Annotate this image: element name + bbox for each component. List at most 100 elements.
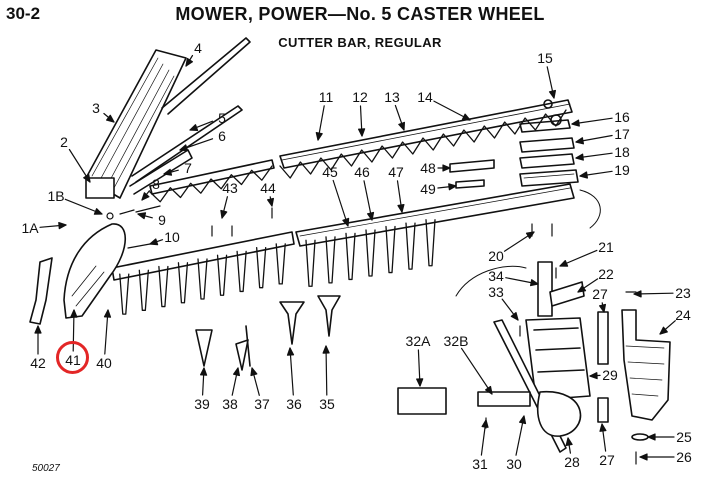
callout-23: 23 — [675, 285, 691, 301]
arrowhead-36 — [286, 347, 295, 356]
arrowhead-15 — [548, 89, 557, 99]
arrowhead-46 — [367, 211, 375, 221]
arrowhead-48 — [442, 164, 451, 172]
callout-45: 45 — [322, 164, 338, 180]
knife-assembly-middle — [149, 159, 275, 203]
callout-25: 25 — [676, 429, 692, 445]
callout-43: 43 — [222, 180, 238, 196]
arrowhead-18 — [575, 153, 584, 161]
callout-27: 27 — [592, 286, 608, 302]
arrowhead-1b — [93, 208, 103, 215]
drawing-code: 50027 — [32, 463, 60, 474]
knife-assembly-upper — [279, 99, 573, 179]
callout-2: 2 — [60, 134, 68, 150]
callout-44: 44 — [260, 180, 276, 196]
arrowhead-47 — [397, 204, 405, 213]
callout-27: 27 — [599, 452, 615, 468]
arrowhead-19 — [579, 171, 589, 179]
arrowhead-29 — [589, 372, 598, 380]
callout-9: 9 — [158, 212, 166, 228]
arrowhead-28 — [565, 437, 573, 446]
callout-29: 29 — [602, 367, 618, 383]
arrowhead-49 — [448, 183, 457, 191]
inner-shoe-board — [85, 37, 251, 199]
arrowhead-12 — [358, 128, 366, 137]
arrowhead-40 — [103, 309, 112, 318]
page-subtitle: CUTTER BAR, REGULAR — [278, 35, 442, 50]
arrowhead-42 — [34, 325, 42, 334]
callout-47: 47 — [388, 164, 404, 180]
callout-20: 20 — [488, 248, 504, 264]
arrowhead-33 — [510, 312, 519, 321]
cutter-bar-main — [295, 183, 575, 287]
callout-28: 28 — [564, 454, 580, 470]
callout-34: 34 — [488, 268, 504, 284]
arrowhead-26 — [639, 453, 648, 461]
arrowhead-25 — [647, 433, 656, 441]
arrowhead-35 — [322, 345, 330, 354]
callout-7: 7 — [184, 160, 192, 176]
callout-21: 21 — [598, 239, 614, 255]
callout-48: 48 — [420, 160, 436, 176]
wheel-bracket — [455, 189, 609, 453]
arrowhead-38 — [233, 367, 240, 377]
arrowhead-7 — [163, 168, 173, 176]
callout-32a: 32A — [405, 333, 431, 349]
callout-42: 42 — [30, 355, 46, 371]
arrowhead-8 — [141, 192, 150, 201]
loose-parts — [195, 295, 341, 371]
arrowhead-16 — [571, 119, 580, 127]
arrowhead-20 — [525, 231, 535, 239]
arrowhead-34 — [529, 279, 539, 287]
arrowhead-31 — [481, 419, 489, 428]
arrowhead-27 — [598, 303, 607, 313]
page-number: 30-2 — [6, 4, 41, 23]
plate-32a — [397, 387, 447, 415]
grass-board — [29, 257, 53, 325]
callout-1b: 1B — [47, 188, 65, 204]
arrowhead-5 — [189, 124, 199, 131]
callout-12: 12 — [352, 89, 368, 105]
plate-32b — [477, 391, 531, 407]
callout-8: 8 — [152, 176, 160, 192]
wear-plates — [519, 119, 579, 187]
callout-39: 39 — [194, 396, 210, 412]
arrowhead-41 — [70, 309, 78, 318]
callout-40: 40 — [96, 355, 112, 371]
callout-37: 37 — [254, 396, 270, 412]
arrowhead-4 — [185, 57, 193, 67]
arrowhead-30 — [518, 415, 527, 425]
callout-10: 10 — [164, 229, 180, 245]
callout-4: 4 — [194, 40, 202, 56]
leader-35 — [325, 345, 328, 396]
leader-45 — [332, 179, 349, 227]
arrowhead-11 — [315, 132, 323, 141]
arrowhead-13 — [398, 121, 405, 131]
arrowhead-27 — [599, 423, 607, 432]
arrowhead-32a — [416, 378, 424, 387]
inner-shoe — [63, 223, 126, 319]
callout-32b: 32B — [443, 333, 469, 349]
callout-26: 26 — [676, 449, 692, 465]
arrowhead-44 — [267, 197, 274, 207]
arrowhead-45 — [342, 217, 350, 227]
callout-6: 6 — [218, 128, 226, 144]
arrowhead-39 — [200, 367, 208, 376]
callout-5: 5 — [218, 110, 226, 126]
callout-22: 22 — [598, 266, 614, 282]
leader-36 — [289, 347, 294, 396]
arrowhead-6 — [179, 144, 189, 152]
arrowhead-21 — [559, 260, 569, 267]
callout-31: 31 — [472, 456, 488, 472]
arrowhead-1a — [58, 222, 67, 230]
leader-lines — [34, 54, 676, 461]
callout-13: 13 — [384, 89, 400, 105]
callout-14: 14 — [417, 89, 433, 105]
callout-24: 24 — [675, 307, 691, 323]
callout-17: 17 — [614, 126, 630, 142]
callout-3: 3 — [92, 100, 100, 116]
arrowhead-32b — [485, 385, 493, 395]
leader-32b — [461, 347, 493, 395]
